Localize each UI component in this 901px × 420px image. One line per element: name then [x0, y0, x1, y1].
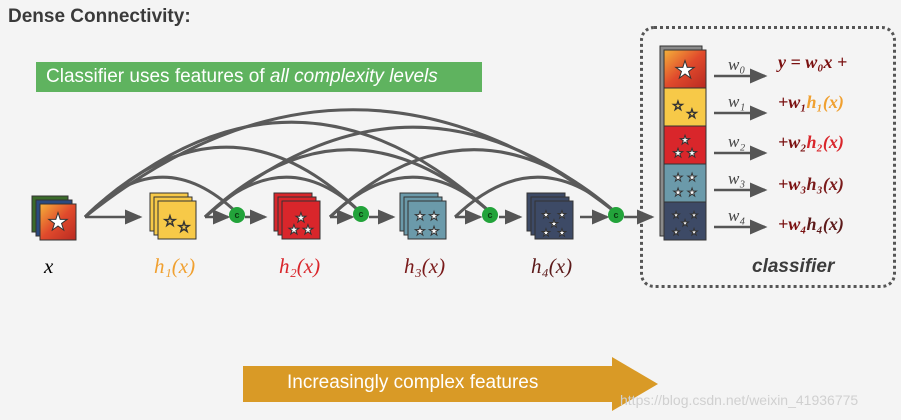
- svg-text:☆: ☆: [163, 213, 176, 230]
- equation-line-3: +w₃h₃(x): [778, 174, 844, 194]
- feature-h2: ★ ★ ★: [273, 192, 321, 240]
- svg-text:★: ★: [672, 227, 680, 237]
- svg-text:★: ★: [690, 227, 698, 237]
- concat-nodes: c c c c: [229, 206, 624, 223]
- weight-w1: w₁: [728, 92, 746, 111]
- svg-text:★: ★: [542, 228, 551, 239]
- svg-text:☆: ☆: [177, 219, 190, 236]
- weight-w4: w₄: [728, 206, 746, 225]
- arc-x-c3: [83, 120, 492, 219]
- svg-text:★: ★: [672, 210, 680, 220]
- svg-text:★: ★: [415, 224, 426, 238]
- banner-text: Classifier uses features of: [46, 66, 270, 87]
- skip-connections: [83, 108, 617, 219]
- slide-title: Dense Connectivity:: [8, 6, 191, 27]
- weight-w0: w₀: [728, 55, 746, 74]
- svg-text:★: ★: [687, 187, 697, 199]
- feature-h4: ★ ★ ★ ★ ★: [526, 192, 574, 240]
- svg-text:★: ★: [558, 228, 567, 239]
- classifier-stack: ★ ☆ ☆ ★ ★ ★ ★ ★ ★ ★ ★ ★ ★ ★ ★: [659, 45, 707, 241]
- complexity-arrow-head: [612, 357, 658, 411]
- svg-text:☆: ☆: [672, 98, 684, 113]
- node-label-x: x: [44, 254, 54, 278]
- weight-w2: w₂: [728, 132, 746, 151]
- svg-text:★: ★: [673, 172, 683, 184]
- banner-note: Classifier uses features of all complexi…: [36, 62, 482, 92]
- svg-text:★: ★: [687, 146, 698, 160]
- svg-text:★: ★: [542, 210, 551, 221]
- banner-emphasis: all complexity levels: [269, 66, 438, 87]
- svg-text:★: ★: [415, 209, 426, 223]
- classifier-box: [640, 26, 896, 288]
- svg-text:★: ★: [47, 209, 69, 236]
- svg-text:★: ★: [673, 187, 683, 199]
- svg-text:★: ★: [558, 210, 567, 221]
- svg-text:★: ★: [673, 146, 684, 160]
- svg-text:☆: ☆: [686, 106, 698, 121]
- concat-c4: c: [613, 210, 618, 220]
- feature-h3: ★ ★ ★ ★: [399, 192, 447, 240]
- feature-x: ★: [31, 195, 77, 241]
- svg-text:★: ★: [680, 133, 691, 147]
- arc-h2-c4: [328, 148, 616, 219]
- equation-line-1: +w₁h₁(x): [778, 92, 844, 112]
- weight-arrows: [714, 68, 768, 235]
- node-label-h1: h₁(x): [154, 254, 196, 278]
- complexity-arrow-text: Increasingly complex features: [287, 372, 539, 393]
- svg-text:★: ★: [302, 222, 314, 237]
- equation-line-2: +w₂h₂(x): [778, 132, 844, 152]
- svg-text:★: ★: [550, 219, 559, 230]
- complexity-arrow: [243, 366, 613, 402]
- svg-text:★: ★: [429, 224, 440, 238]
- concat-c3: c: [487, 210, 492, 220]
- node-label-h3: h₃(x): [404, 254, 446, 278]
- arc-h3-c4: [453, 175, 617, 219]
- equation-line-4: +w₄h₄(x): [778, 214, 844, 234]
- node-label-h2: h₂(x): [279, 254, 321, 278]
- concat-c1: c: [234, 210, 239, 220]
- svg-text:★: ★: [295, 210, 307, 225]
- svg-text:★: ★: [429, 209, 440, 223]
- equation-line-0: y = w₀x +: [778, 52, 848, 72]
- svg-text:★: ★: [674, 57, 696, 84]
- classifier-label: classifier: [752, 256, 835, 277]
- svg-text:★: ★: [687, 172, 697, 184]
- watermark: https://blog.csdn.net/weixin_41936775: [620, 392, 859, 408]
- concat-c2: c: [358, 209, 363, 219]
- svg-text:★: ★: [288, 222, 300, 237]
- node-label-h4: h₄(x): [531, 254, 573, 278]
- weight-w3: w₃: [728, 169, 746, 188]
- feature-h1: ☆ ☆: [149, 192, 197, 240]
- svg-text:★: ★: [690, 210, 698, 220]
- svg-text:★: ★: [681, 218, 689, 228]
